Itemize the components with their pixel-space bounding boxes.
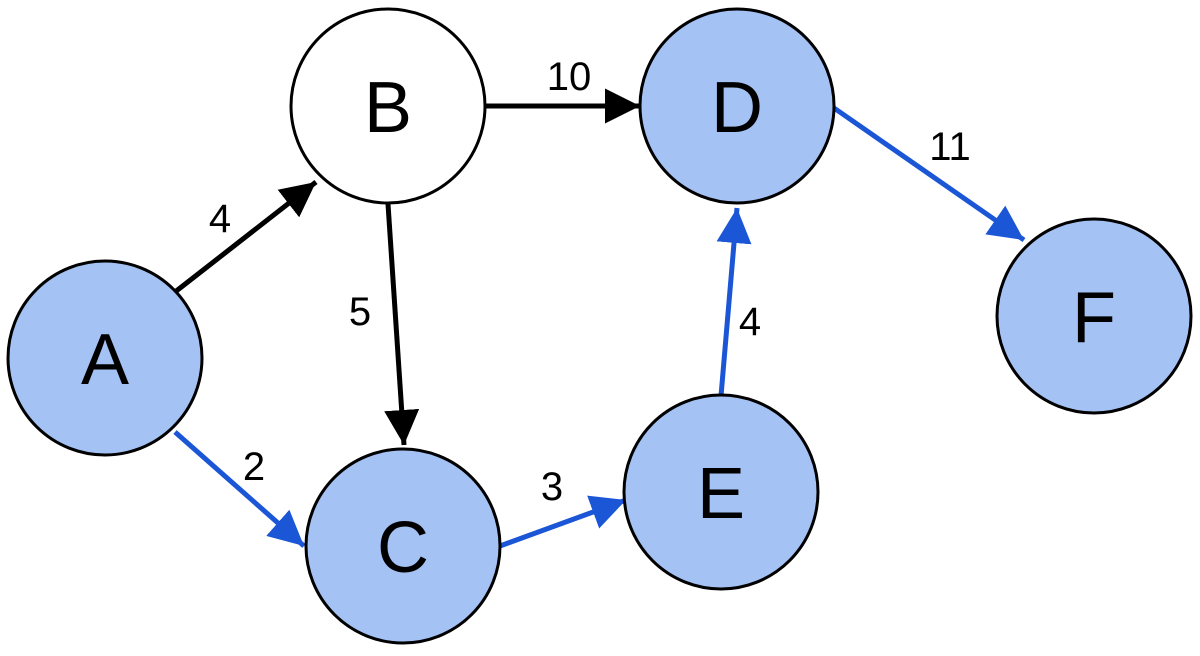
- node-b-circle: [289, 7, 487, 205]
- edge-weight-d-f: 11: [929, 125, 971, 169]
- node-f: F: [995, 217, 1193, 415]
- node-c-circle: [304, 447, 502, 645]
- nodes-layer: A B C D E F: [6, 7, 1193, 645]
- edge-weight-e-d: 4: [739, 300, 761, 344]
- node-e-label: E: [697, 454, 745, 534]
- edge-b-c: [384, 203, 420, 446]
- node-d-circle: [638, 7, 836, 205]
- node-a: A: [6, 259, 204, 457]
- edge-c-e: [499, 495, 627, 549]
- node-c: C: [304, 447, 502, 645]
- edge-weight-c-e: 3: [541, 465, 563, 509]
- node-b-label: B: [364, 68, 412, 148]
- node-a-circle: [6, 259, 204, 457]
- edge-d-f: [832, 105, 1026, 243]
- node-d-label: D: [711, 68, 763, 148]
- node-b: B: [289, 7, 487, 205]
- node-f-label: F: [1072, 278, 1116, 358]
- node-d: D: [638, 7, 836, 205]
- edge-a-c: [173, 430, 306, 548]
- edge-weight-b-c: 5: [349, 290, 371, 334]
- edge-weight-b-d: 10: [547, 55, 592, 99]
- node-e-circle: [622, 393, 820, 591]
- edge-a-b: [173, 180, 318, 294]
- node-a-label: A: [81, 320, 129, 400]
- node-f-circle: [995, 217, 1193, 415]
- node-c-label: C: [377, 508, 429, 588]
- edges-layer: 4 2 5 10 3 4 11: [173, 55, 1026, 549]
- edge-weight-a-b: 4: [209, 197, 231, 241]
- node-e: E: [622, 393, 820, 591]
- edge-e-d: [716, 207, 752, 397]
- edge-weight-a-c: 2: [243, 445, 265, 489]
